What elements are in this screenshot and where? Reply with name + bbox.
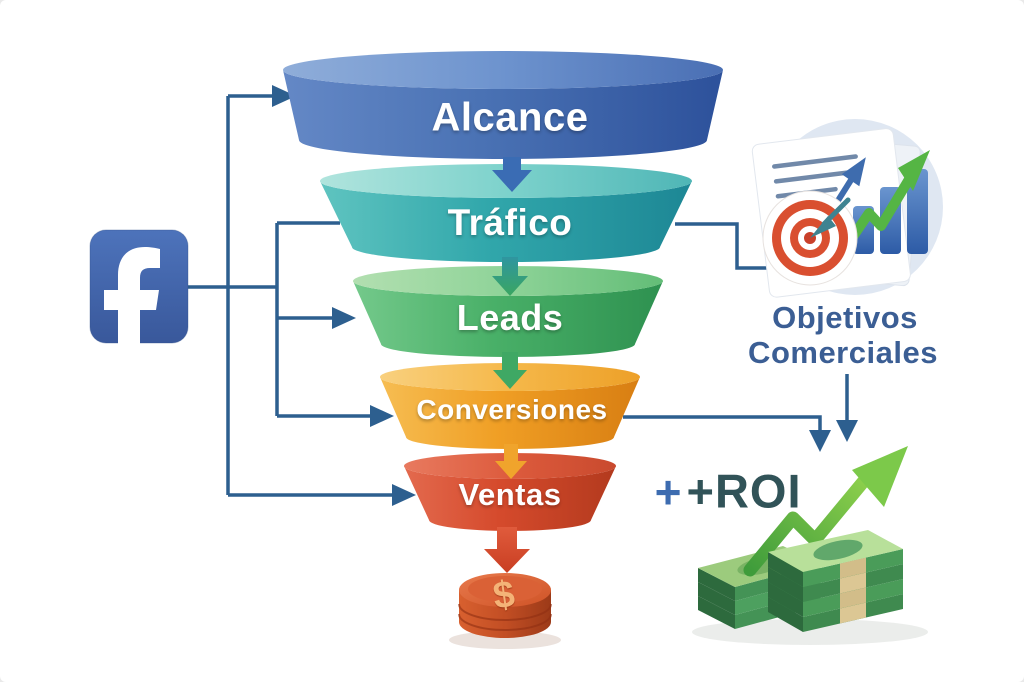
growth-arrow-small-icon: [841, 150, 930, 252]
objectives-icon-group: [751, 119, 943, 298]
funnel-label-conversiones: Conversiones: [416, 394, 608, 425]
down-arrow-trafico-leads-icon: [492, 257, 528, 296]
roi-label: +ROI: [686, 464, 802, 518]
arrowhead-into-conversiones-icon: [370, 405, 394, 427]
down-arrow-conversiones-ventas-icon: [495, 444, 527, 479]
arrowhead-into-leads-icon: [332, 307, 356, 329]
down-arrow-ventas-coin-icon: [484, 527, 530, 573]
money-stack-icon: [692, 446, 928, 645]
funnel-flow-arrows: [484, 157, 532, 573]
target-icon: [762, 190, 858, 286]
funnel-label-ventas: Ventas: [458, 477, 562, 512]
money-right-stack: [768, 530, 903, 632]
funnel-label-alcance: Alcance: [431, 95, 589, 140]
down-arrow-alcance-trafico-icon: [492, 157, 532, 192]
arrowhead-into-ventas-icon: [392, 484, 416, 506]
conversiones-to-roi-line: [623, 415, 822, 430]
funnel-level-trafico: [320, 164, 692, 262]
arrowhead-into-alcance-icon: [272, 85, 296, 107]
connector-arrowheads: [272, 85, 858, 506]
funnel-label-leads: Leads: [456, 297, 564, 338]
connector-lines: [188, 94, 849, 497]
funnel-label-trafico: Tráfico: [447, 202, 573, 243]
dollar-coin-icon: [449, 573, 561, 649]
plus-sign-label: +: [654, 466, 682, 518]
roi-growth-arrow-icon: [743, 446, 908, 577]
trafico-to-objectives-line: [675, 222, 770, 270]
arrowhead-down-from-conversiones-icon: [809, 430, 831, 452]
objectives-title-line1: Objetivos: [772, 300, 918, 335]
down-arrow-leads-conversiones-icon: [493, 352, 527, 389]
facebook-logo-icon: [89, 229, 189, 360]
funnel-level-alcance: [283, 51, 723, 159]
objectives-title-line2: Comerciales: [748, 335, 938, 370]
arrowhead-down-from-objectives-icon: [836, 420, 858, 442]
